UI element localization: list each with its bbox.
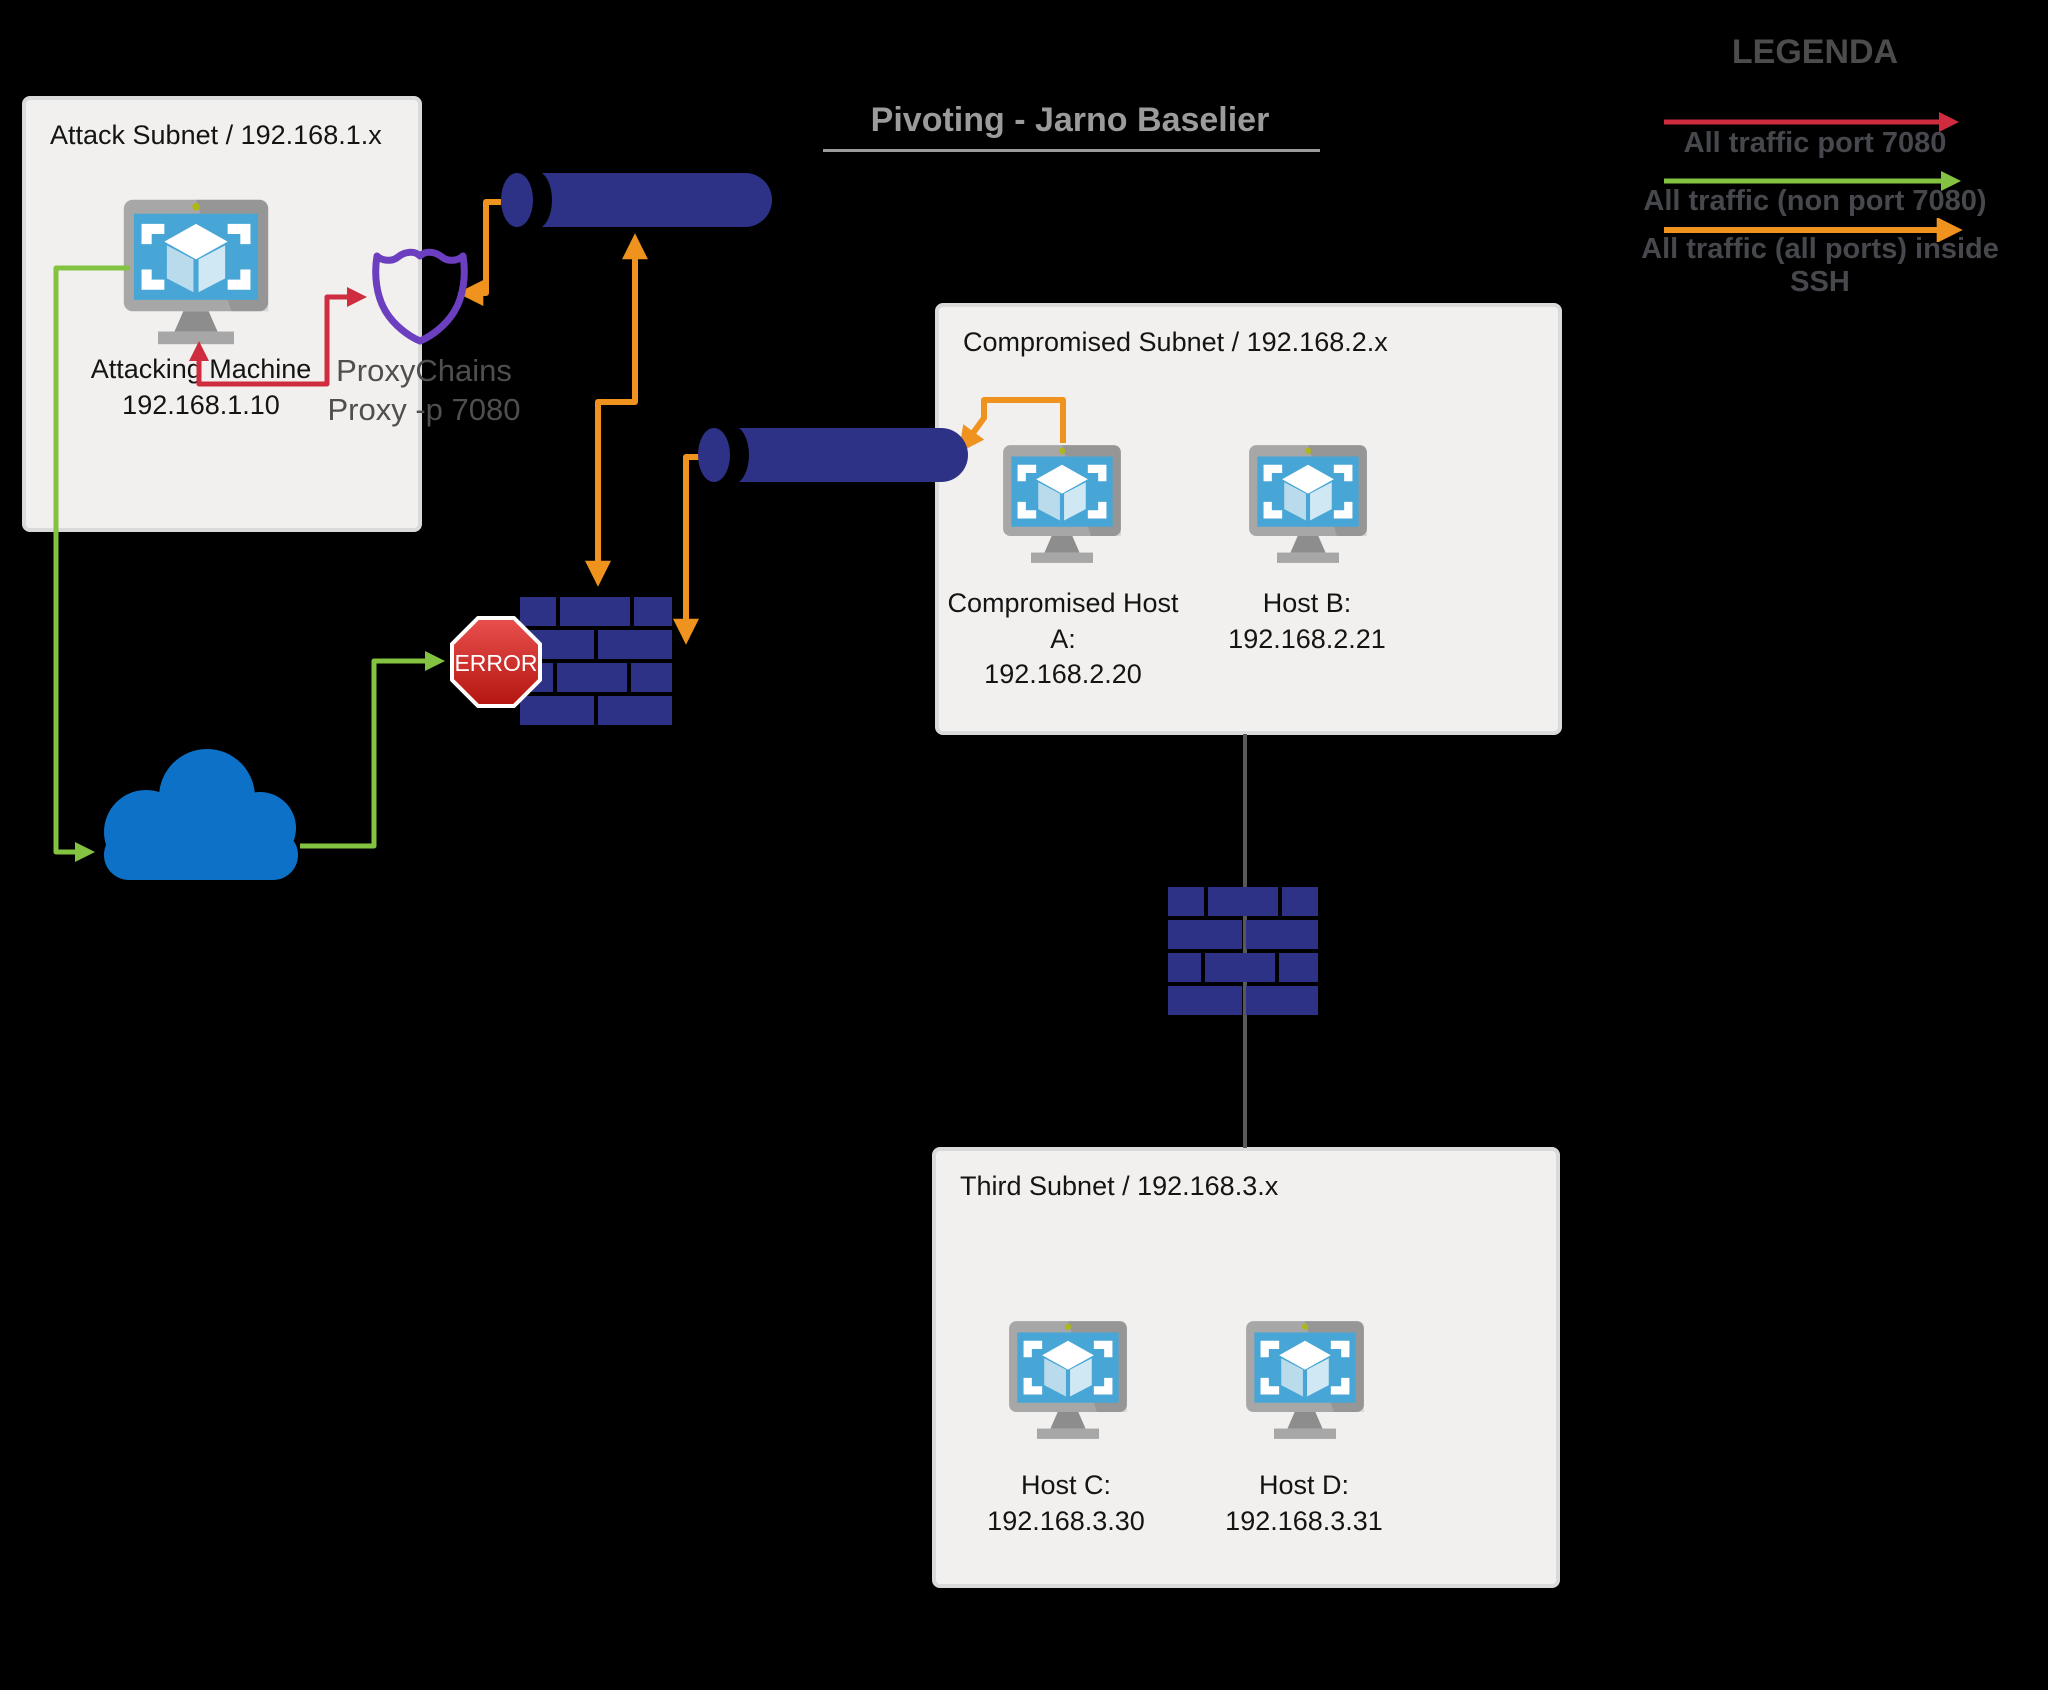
camera-dot-icon: [1304, 447, 1312, 454]
page-title: Pivoting - Jarno Baselier: [870, 101, 1270, 139]
host-c-label: Host C: 192.168.3.30: [987, 1470, 1145, 1536]
host-b-label: Host B: 192.168.2.21: [1228, 588, 1386, 654]
legend-item-port-7080: All traffic port 7080: [1683, 127, 1947, 159]
vm-monitor-icon: [123, 199, 269, 345]
legend-heading: LEGENDA: [1731, 33, 1899, 71]
camera-dot-icon: [1301, 1323, 1309, 1330]
attacking-machine-label: Attacking Machine 192.168.1.10: [90, 354, 312, 420]
legend-item-non-port-7080: All traffic (non port 7080): [1643, 185, 1987, 217]
attack-subnet-label: Attack Subnet / 192.168.1.x: [50, 120, 382, 150]
camera-dot-icon: [1064, 1323, 1072, 1330]
legend-orange-arrow-icon: [1664, 218, 1963, 242]
legend-item-inside-ssh: All traffic (all ports) inside SSH: [1641, 233, 1999, 298]
stop-sign-icon: ERROR: [450, 616, 542, 708]
orange-arrow-tunnel1-to-firewall: [585, 233, 648, 587]
vm-monitor-icon: [1249, 445, 1367, 563]
camera-dot-icon: [192, 202, 200, 211]
legend-green-arrow-icon: [1664, 171, 1961, 191]
proxychains-label: ProxyChains Proxy -p 7080: [327, 353, 521, 427]
compromised-subnet-box: Compromised Subnet / 192.168.2.x: [935, 303, 1562, 735]
vm-monitor-icon: [1246, 1321, 1364, 1439]
pipe-icon: [698, 426, 968, 484]
vm-monitor-icon: [1003, 445, 1121, 563]
title-underline: [823, 149, 1320, 152]
camera-dot-icon: [1058, 447, 1066, 454]
orange-arrow-tunnel1-to-proxychains: [457, 199, 501, 306]
third-subnet-label: Third Subnet / 192.168.3.x: [960, 1171, 1279, 1201]
orange-arrow-tunnel2-to-firewall: [673, 454, 701, 645]
host-a-label: Compromised Host A: 192.168.2.20: [947, 588, 1179, 690]
pipe-icon: [501, 171, 772, 229]
green-arrow-internet-to-blocked: [300, 651, 445, 849]
brick-wall-icon: [1168, 887, 1318, 1015]
host-d-label: Host D: 192.168.3.31: [1225, 1470, 1383, 1536]
legend-red-arrow-icon: [1664, 112, 1959, 132]
compromised-subnet-label: Compromised Subnet / 192.168.2.x: [963, 327, 1388, 357]
brick-wall-icon: [520, 597, 672, 725]
cloud-icon: [104, 749, 298, 880]
error-sign-text: ERROR: [454, 650, 537, 676]
vm-monitor-icon: [1009, 1321, 1127, 1439]
